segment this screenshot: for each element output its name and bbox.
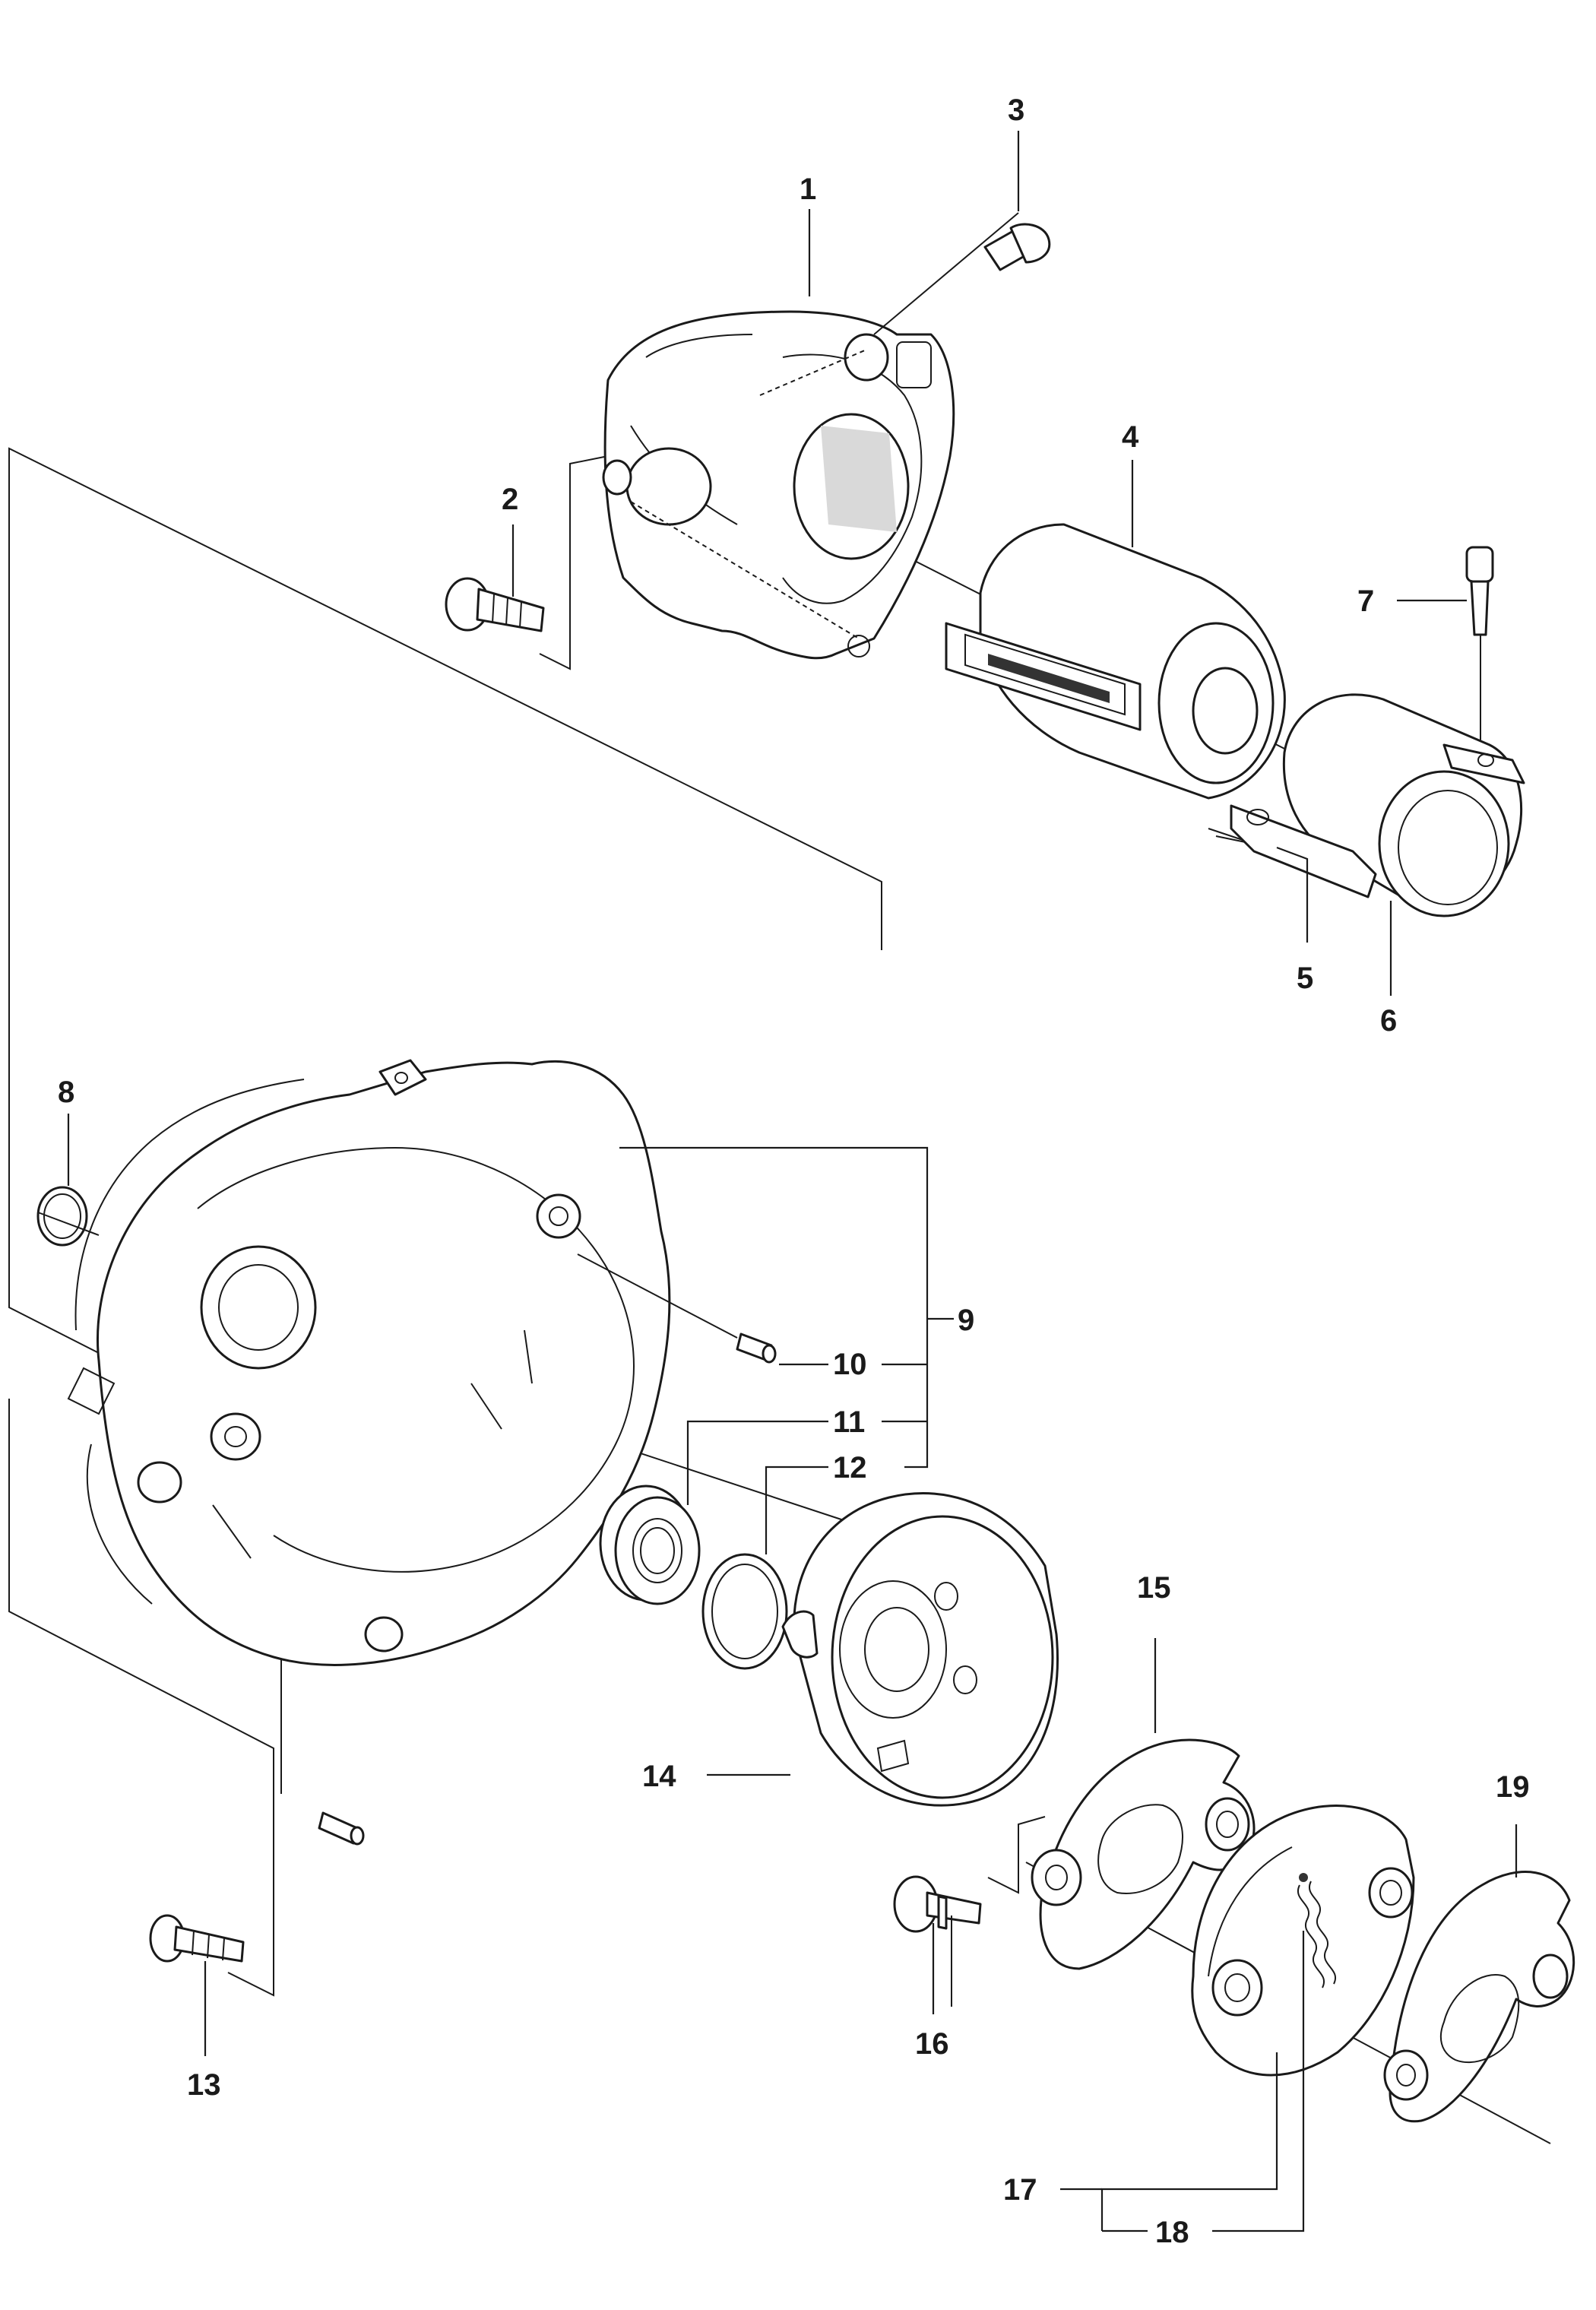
label-part-6: 6: [1380, 1004, 1397, 1038]
label-part-15: 15: [1137, 1571, 1171, 1605]
part-labels: 1 2 3 4 5 6 7 8 9 10 11 12 13 14 15 16 1…: [58, 93, 1530, 2249]
label-part-8: 8: [58, 1076, 74, 1109]
label-part-11: 11: [833, 1405, 865, 1439]
clutch-drum-part: [781, 1491, 1059, 1807]
leader-lines: [67, 131, 1518, 2232]
ball-bearing-part: [599, 1485, 701, 1605]
label-part-9: 9: [958, 1304, 974, 1337]
label-part-3: 3: [1008, 93, 1024, 127]
label-part-16: 16: [915, 2027, 949, 2061]
screw-7-part: [1465, 546, 1494, 753]
label-part-10: 10: [833, 1348, 867, 1381]
washer-19-part: [1383, 1871, 1575, 2123]
screw-13-part: [149, 1914, 245, 1963]
screw-3-part: [873, 212, 1051, 335]
label-part-1: 1: [800, 173, 816, 206]
lower-pin-part: [318, 1811, 365, 1846]
label-part-12: 12: [833, 1451, 867, 1485]
label-part-13: 13: [187, 2068, 221, 2102]
washer-15-part: [1031, 1738, 1256, 1970]
label-part-4: 4: [1122, 420, 1139, 454]
label-part-2: 2: [502, 483, 518, 516]
screw-2-part: [445, 577, 545, 632]
damper-part: [945, 523, 1286, 800]
label-part-5: 5: [1297, 962, 1313, 995]
pin-10-part: [577, 1253, 777, 1364]
label-part-7: 7: [1357, 585, 1374, 618]
label-part-14: 14: [642, 1760, 676, 1793]
label-part-17: 17: [1003, 2173, 1037, 2207]
label-part-19: 19: [1496, 1770, 1530, 1804]
label-part-18: 18: [1155, 2216, 1189, 2249]
crankcase-part: [67, 1059, 671, 1666]
housing-cover-part: [602, 310, 955, 660]
tube-clamp-part: [1230, 693, 1525, 917]
circlip-8-part: [36, 1186, 100, 1247]
circlip-12-part: [701, 1553, 788, 1670]
screw-16-part: [893, 1875, 982, 2007]
